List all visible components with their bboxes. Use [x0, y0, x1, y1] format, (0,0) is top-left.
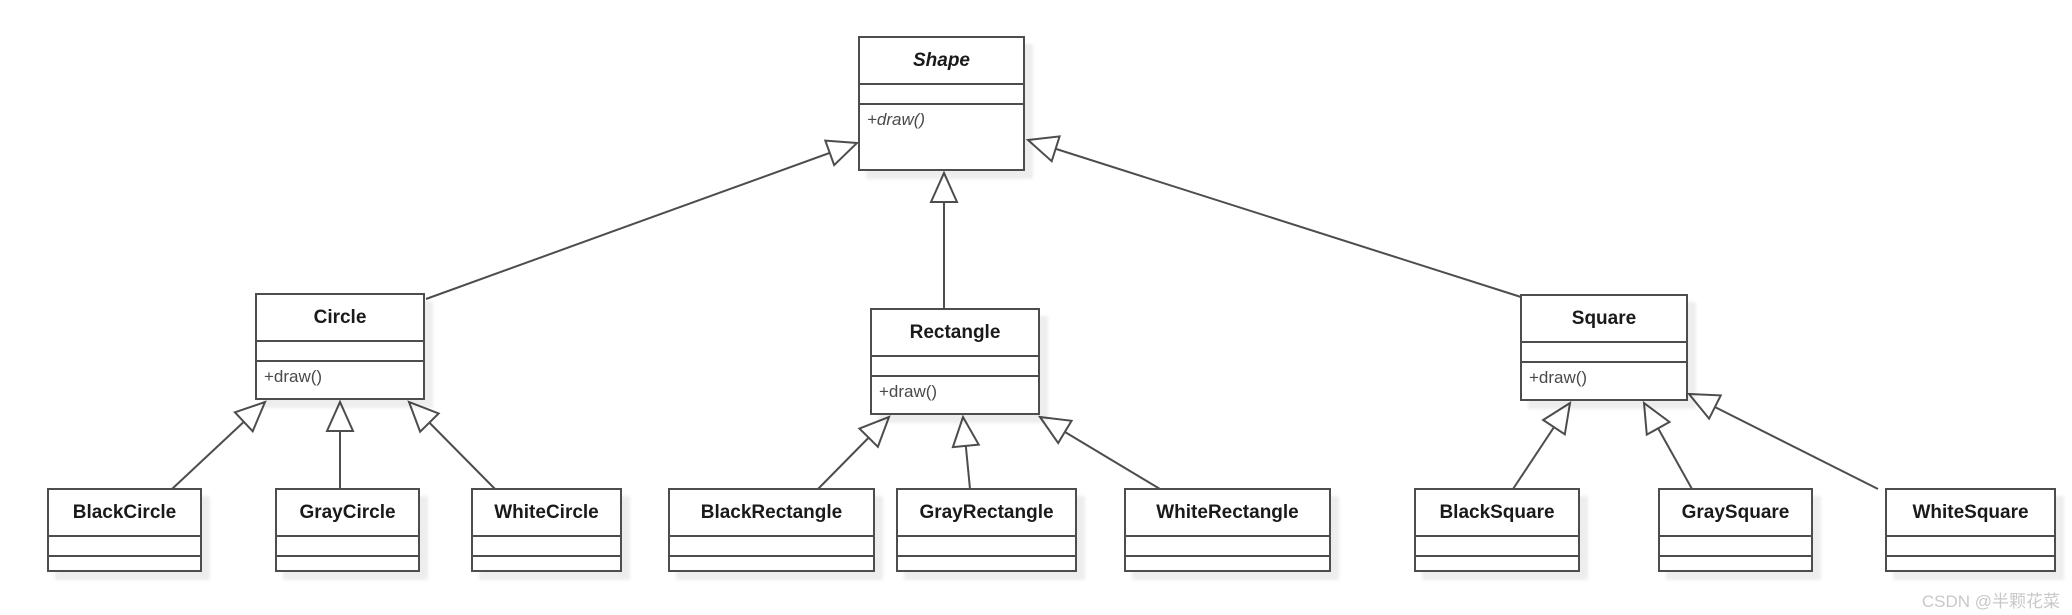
class-box-blackcircle: BlackCircle: [47, 488, 202, 572]
class-methods: +draw(): [860, 105, 1023, 169]
class-box-shape: Shape +draw(): [858, 36, 1025, 171]
edge-whitecircle-to-circle: [407, 400, 496, 490]
method-draw: +draw(): [879, 382, 938, 401]
class-attributes-empty: [49, 537, 200, 557]
class-attributes-empty: [860, 85, 1023, 105]
class-attributes-empty: [1660, 537, 1811, 557]
class-title: BlackRectangle: [670, 490, 873, 537]
class-title: WhiteSquare: [1887, 490, 2054, 537]
class-attributes-empty: [872, 357, 1038, 377]
class-title: Rectangle: [872, 310, 1038, 357]
class-title: WhiteCircle: [473, 490, 620, 537]
class-attributes-empty: [898, 537, 1075, 557]
class-methods: +draw(): [872, 377, 1038, 413]
class-methods-empty: [1416, 557, 1578, 570]
class-title: GraySquare: [1660, 490, 1811, 537]
class-attributes-empty: [1126, 537, 1329, 557]
class-title: WhiteRectangle: [1126, 490, 1329, 537]
method-draw: +draw(): [1529, 368, 1588, 387]
class-attributes-empty: [257, 342, 423, 362]
class-box-grayrectangle: GrayRectangle: [896, 488, 1077, 572]
class-box-square: Square +draw(): [1520, 294, 1688, 401]
csdn-watermark: CSDN @半颗花菜: [1921, 592, 2060, 611]
class-box-whitecircle: WhiteCircle: [471, 488, 622, 572]
edge-blacksquare-to-square: [1512, 400, 1572, 490]
edge-circle-to-shape: [425, 139, 860, 300]
method-draw: +draw(): [264, 367, 323, 386]
class-title: BlackSquare: [1416, 490, 1578, 537]
class-attributes-empty: [473, 537, 620, 557]
class-methods-empty: [1126, 557, 1329, 570]
class-methods: +draw(): [1522, 363, 1686, 399]
class-title: GrayRectangle: [898, 490, 1075, 537]
edge-blackrectangle-to-rectangle: [817, 415, 891, 490]
class-box-whitesquare: WhiteSquare: [1885, 488, 2056, 572]
class-box-blackrectangle: BlackRectangle: [668, 488, 875, 572]
class-methods-empty: [473, 557, 620, 570]
class-attributes-empty: [670, 537, 873, 557]
class-methods-empty: [898, 557, 1075, 570]
class-title: Square: [1522, 296, 1686, 343]
class-attributes-empty: [277, 537, 418, 557]
class-methods-empty: [1660, 557, 1811, 570]
class-attributes-empty: [1887, 537, 2054, 557]
class-box-whiterectangle: WhiteRectangle: [1124, 488, 1331, 572]
class-methods-empty: [1887, 557, 2054, 570]
edge-whitesquare-to-square: [1686, 392, 1879, 490]
class-box-circle: Circle +draw(): [255, 293, 425, 400]
class-title: BlackCircle: [49, 490, 200, 537]
class-attributes-empty: [1522, 343, 1686, 363]
class-title: Shape: [860, 38, 1023, 85]
class-box-graysquare: GraySquare: [1658, 488, 1813, 572]
edge-square-to-shape: [1025, 135, 1522, 298]
edge-blackcircle-to-circle: [171, 400, 267, 490]
class-methods: +draw(): [257, 362, 423, 398]
class-attributes-empty: [1416, 537, 1578, 557]
class-title: GrayCircle: [277, 490, 418, 537]
class-box-rectangle: Rectangle +draw(): [870, 308, 1040, 415]
edge-graysquare-to-square: [1642, 400, 1693, 490]
edge-grayrectangle-to-rectangle: [951, 414, 981, 490]
class-methods-empty: [670, 557, 873, 570]
class-methods-empty: [277, 557, 418, 570]
class-methods-empty: [49, 557, 200, 570]
edge-whiterectangle-to-rectangle: [1037, 415, 1161, 490]
method-draw: +draw(): [867, 110, 926, 129]
class-box-graycircle: GrayCircle: [275, 488, 420, 572]
class-title: Circle: [257, 295, 423, 342]
class-box-blacksquare: BlackSquare: [1414, 488, 1580, 572]
